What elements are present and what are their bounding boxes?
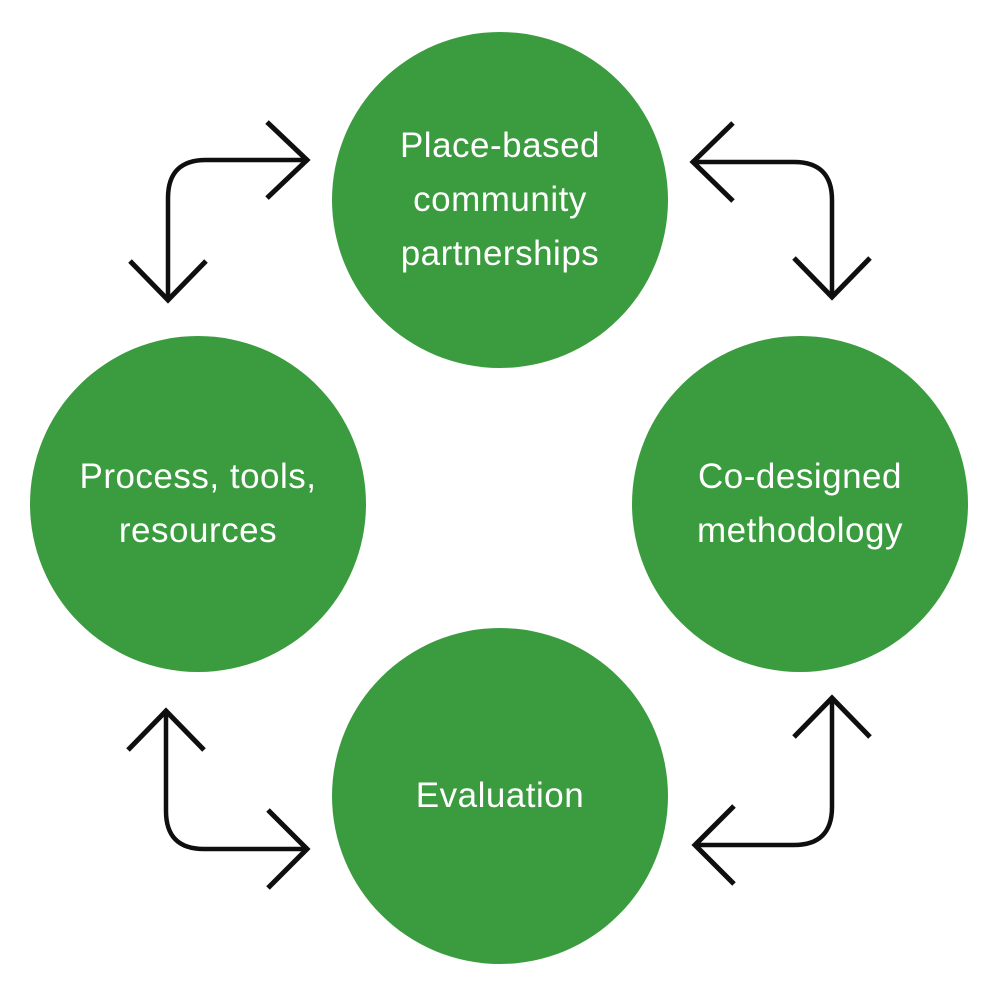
node-co-designed-methodology: Co-designed methodology: [632, 336, 968, 672]
node-place-based-community-partnerships: Place-based community partnerships: [332, 32, 668, 368]
node-label: Place-based community partnerships: [399, 125, 601, 274]
node-label: Process, tools, resources: [79, 456, 317, 550]
node-process-tools-resources: Process, tools, resources: [30, 336, 366, 672]
double-headed-arrow-bottom-left-icon: [126, 707, 311, 890]
double-headed-arrow-top-right-icon: [689, 121, 872, 301]
double-headed-arrow-bottom-right-icon: [691, 694, 872, 886]
node-label: Evaluation: [415, 775, 585, 815]
double-headed-arrow-top-left-icon: [128, 120, 311, 304]
node-label: Co-designed methodology: [697, 456, 903, 550]
node-evaluation: Evaluation: [332, 628, 668, 964]
